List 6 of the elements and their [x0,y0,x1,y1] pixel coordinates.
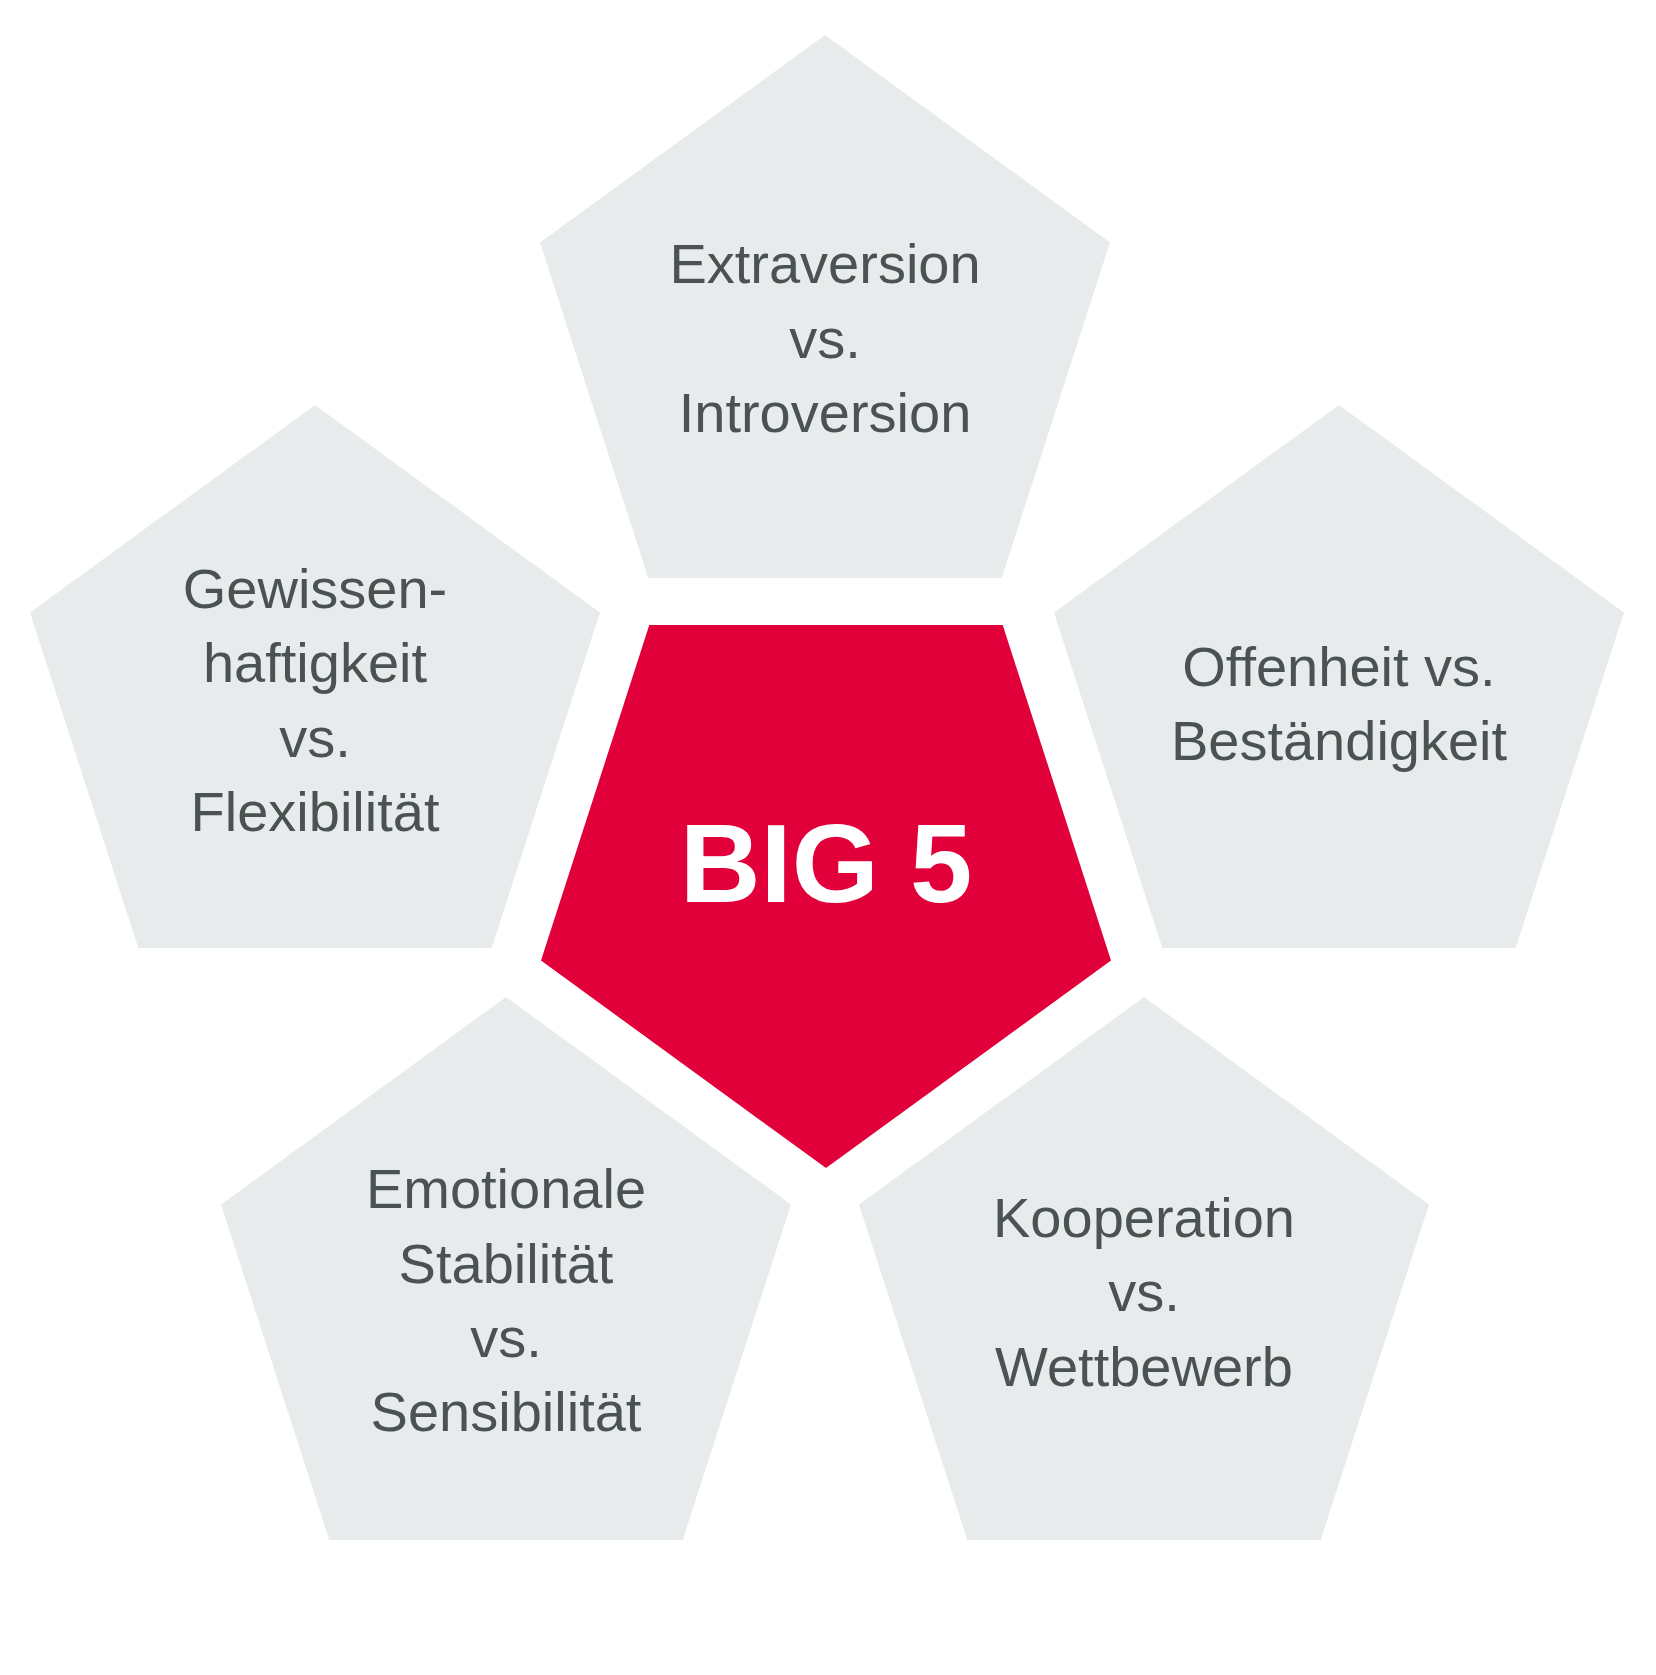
trait-label: Offenheit vs. Beständigkeit [1170,633,1508,774]
trait-label: Emotionale Stabilität vs. Sensibilität [365,1156,647,1446]
center-title: BIG 5 [679,802,973,926]
trait-label: Kooperation vs. Wettbewerb [993,1185,1295,1401]
trait-label: Gewissen- haftigkeit vs. Flexibilität [182,556,448,846]
trait-label: Extraversion vs. Introversion [669,231,981,447]
